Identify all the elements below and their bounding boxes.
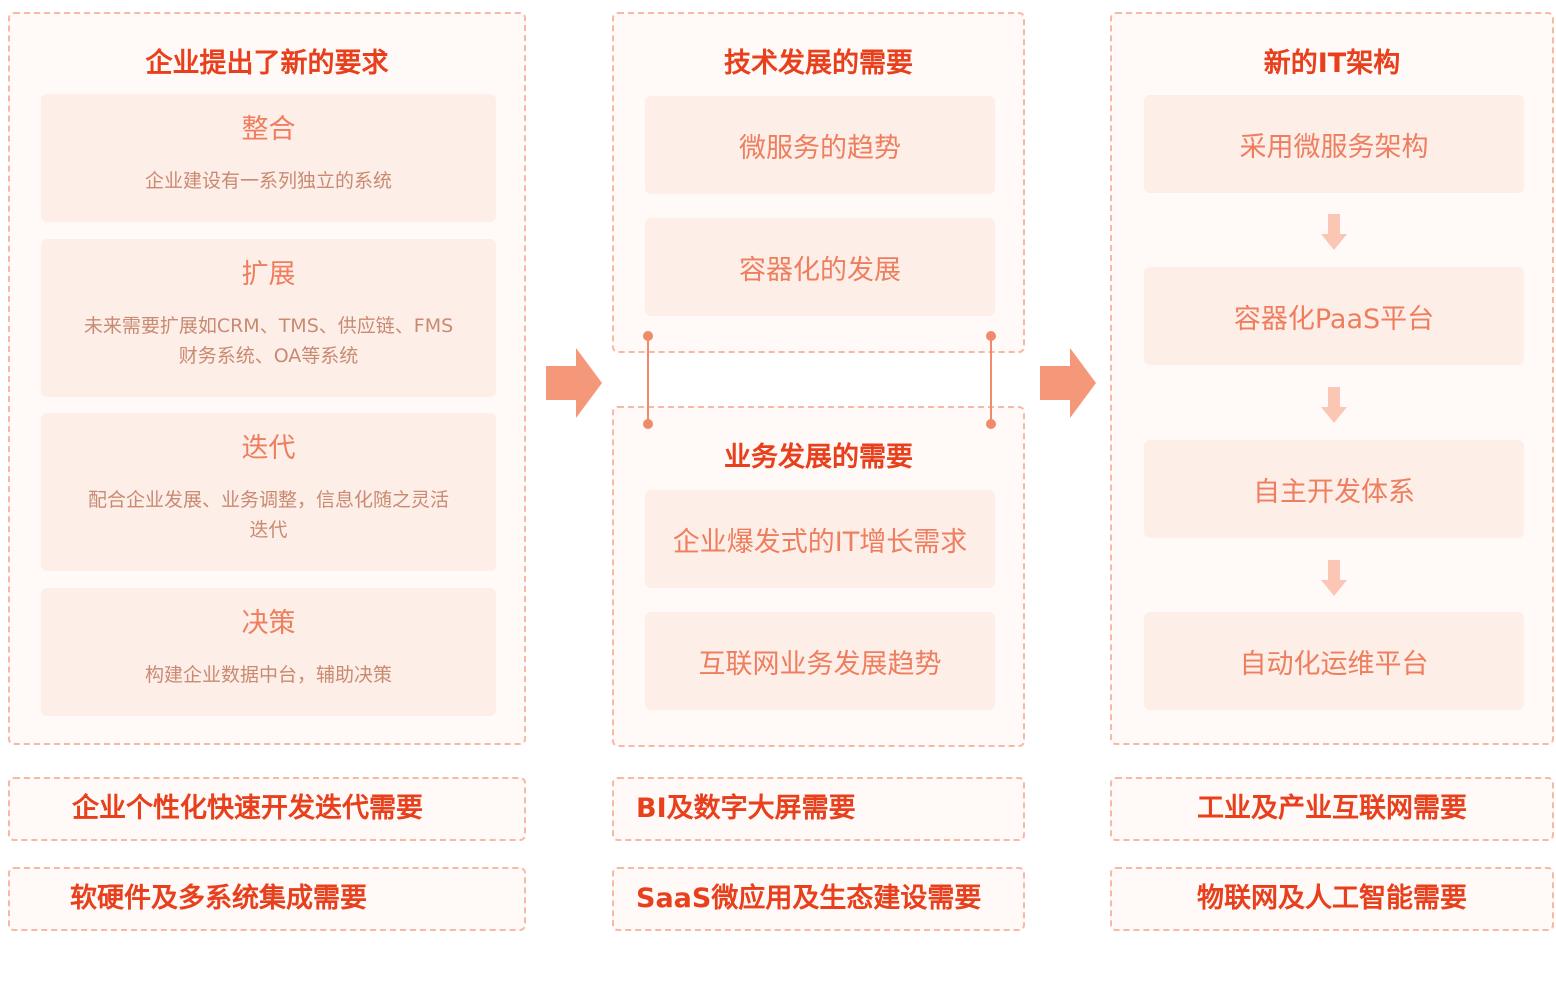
card-microservice-trend: 微服务的趋势 [645, 96, 995, 194]
right-arrow-icon [1040, 348, 1096, 418]
right-arrow-icon [546, 348, 602, 418]
right-panel: 新的IT架构 采用微服务架构 容器化PaaS平台 自主开发体系 自动化运维平台 [1110, 12, 1554, 745]
connector-dot [986, 331, 996, 341]
down-arrow-icon [1321, 214, 1347, 250]
down-arrow-icon [1321, 387, 1347, 423]
card-self-development: 自主开发体系 [1144, 440, 1524, 538]
card-paas-platform: 容器化PaaS平台 [1144, 267, 1524, 365]
left-panel-title: 企业提出了新的要求 [145, 48, 389, 79]
card-auto-ops: 自动化运维平台 [1144, 612, 1524, 710]
card-decision: 决策 构建企业数据中台，辅助决策 [41, 588, 496, 716]
need-iot-ai: 物联网及人工智能需要 [1110, 867, 1554, 931]
card-desc: 构建企业数据中台，辅助决策 [144, 664, 392, 686]
connector-dot [643, 419, 653, 429]
card-desc: 配合企业发展、业务调整，信息化随之灵活迭代 [87, 489, 449, 541]
left-panel: 企业提出了新的要求 整合 企业建设有一系列独立的系统 扩展 未来需要扩展如CRM… [8, 12, 526, 745]
card-title: 决策 [241, 608, 296, 639]
card-title: 整合 [241, 114, 296, 145]
card-container-development: 容器化的发展 [645, 218, 995, 316]
card-it-growth: 企业爆发式的IT增长需求 [645, 490, 995, 588]
card-title: 迭代 [241, 433, 296, 464]
middle-bottom-title: 业务发展的需要 [724, 442, 913, 473]
card-desc: 企业建设有一系列独立的系统 [144, 170, 392, 192]
middle-top-title: 技术发展的需要 [724, 48, 913, 79]
card-iteration: 迭代 配合企业发展、业务调整，信息化随之灵活迭代 [41, 413, 496, 571]
card-title: 扩展 [241, 259, 296, 290]
need-bi-dashboard: BI及数字大屏需要 [612, 777, 1025, 841]
connector-line-left [647, 336, 649, 424]
right-panel-title: 新的IT架构 [1263, 48, 1401, 79]
connector-line-right [990, 336, 992, 424]
connector-dot [986, 419, 996, 429]
middle-top-panel: 技术发展的需要 微服务的趋势 容器化的发展 [612, 12, 1025, 353]
middle-bottom-panel: 业务发展的需要 企业爆发式的IT增长需求 互联网业务发展趋势 [612, 406, 1025, 747]
down-arrow-icon [1321, 560, 1347, 596]
card-extension: 扩展 未来需要扩展如CRM、TMS、供应链、FMS财务系统、OA等系统 [41, 239, 496, 397]
connector-dot [643, 331, 653, 341]
need-rapid-iteration: 企业个性化快速开发迭代需要 [8, 777, 526, 841]
need-industrial-internet: 工业及产业互联网需要 [1110, 777, 1554, 841]
need-system-integration: 软硬件及多系统集成需要 [8, 867, 526, 931]
need-saas-ecosystem: SaaS微应用及生态建设需要 [612, 867, 1025, 931]
card-microservice-architecture: 采用微服务架构 [1144, 95, 1524, 193]
card-internet-trend: 互联网业务发展趋势 [645, 612, 995, 710]
card-desc: 未来需要扩展如CRM、TMS、供应链、FMS财务系统、OA等系统 [83, 315, 454, 367]
card-integration: 整合 企业建设有一系列独立的系统 [41, 94, 496, 222]
